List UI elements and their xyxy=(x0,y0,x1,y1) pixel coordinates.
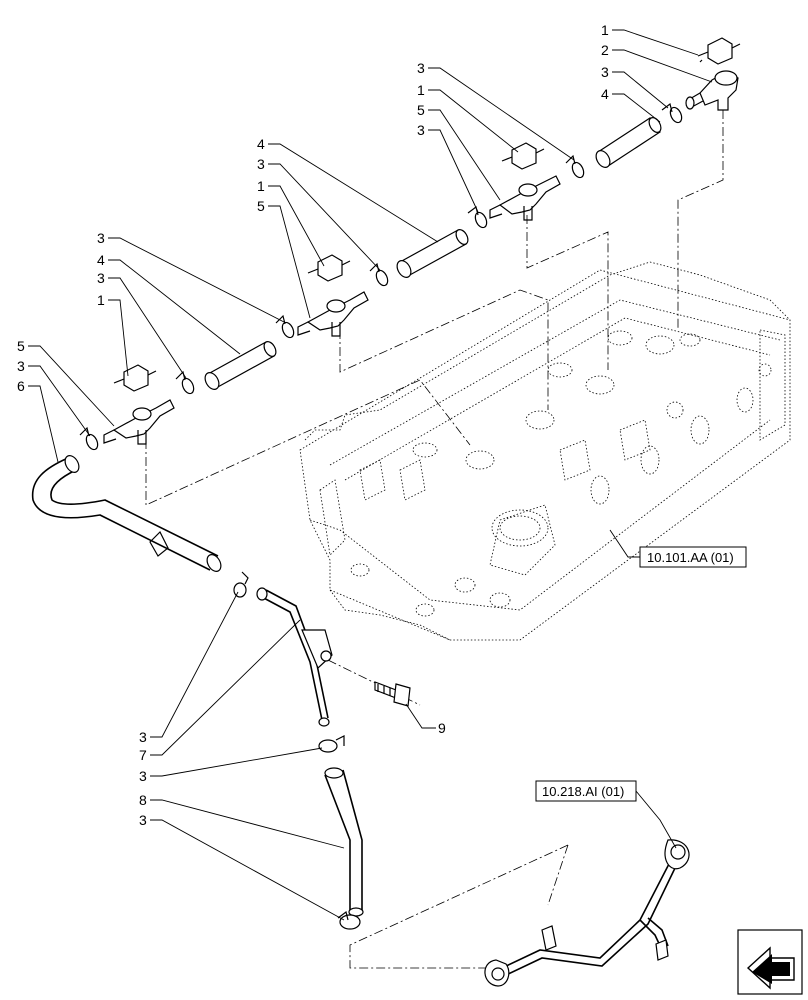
callout-3: 3 xyxy=(601,64,609,80)
callout-3: 3 xyxy=(17,358,25,374)
callout-1: 1 xyxy=(601,22,609,38)
callout-3: 3 xyxy=(97,230,105,246)
cylinder-head-outline xyxy=(299,261,791,641)
assembly-lines xyxy=(145,110,724,969)
elbow-connector xyxy=(685,70,739,111)
tee-connector xyxy=(297,291,369,337)
clip xyxy=(501,142,545,170)
callout-5: 5 xyxy=(257,198,265,214)
callout-7: 7 xyxy=(139,747,147,763)
callout-4: 4 xyxy=(257,136,265,152)
callout-5: 5 xyxy=(17,338,25,354)
fuel-leak-off-parts xyxy=(31,37,741,930)
callout-3: 3 xyxy=(139,768,147,784)
callout-4: 4 xyxy=(97,252,105,268)
hose xyxy=(324,767,364,917)
callout-3: 3 xyxy=(417,122,425,138)
hose xyxy=(204,341,277,390)
callout-numbers: 1 2 3 4 3 1 5 3 4 3 1 5 3 4 3 1 5 3 6 3 … xyxy=(17,22,609,828)
return-hose xyxy=(31,455,222,572)
callout-3: 3 xyxy=(139,812,147,828)
reference-cylinder-head-label: 10.101.AA (01) xyxy=(647,550,734,565)
callout-3: 3 xyxy=(97,270,105,286)
callout-5: 5 xyxy=(417,102,425,118)
tee-connector xyxy=(489,175,561,221)
return-pipe-assembly xyxy=(484,839,690,987)
clip xyxy=(697,37,741,65)
hose xyxy=(396,229,469,278)
callout-4: 4 xyxy=(601,86,609,102)
arrow-icon[interactable] xyxy=(737,929,803,995)
callout-1: 1 xyxy=(97,292,105,308)
callout-2: 2 xyxy=(601,42,609,58)
reference-return-pipe[interactable]: 10.218.AI (01) xyxy=(535,780,637,802)
callout-1: 1 xyxy=(257,178,265,194)
callout-3: 3 xyxy=(139,729,147,745)
callout-8: 8 xyxy=(139,792,147,808)
clip xyxy=(307,254,351,282)
hose xyxy=(595,117,662,168)
metal-pipe xyxy=(256,587,333,727)
leader-lines xyxy=(28,29,713,921)
callout-3: 3 xyxy=(417,60,425,76)
reference-cylinder-head[interactable]: 10.101.AA (01) xyxy=(639,546,747,568)
bolt xyxy=(374,681,411,707)
clip xyxy=(113,364,157,392)
reference-return-pipe-label: 10.218.AI (01) xyxy=(542,784,624,799)
callout-9: 9 xyxy=(438,720,446,736)
callout-6: 6 xyxy=(17,378,25,394)
tee-connector xyxy=(103,399,175,445)
callout-1: 1 xyxy=(417,82,425,98)
callout-3: 3 xyxy=(257,156,265,172)
